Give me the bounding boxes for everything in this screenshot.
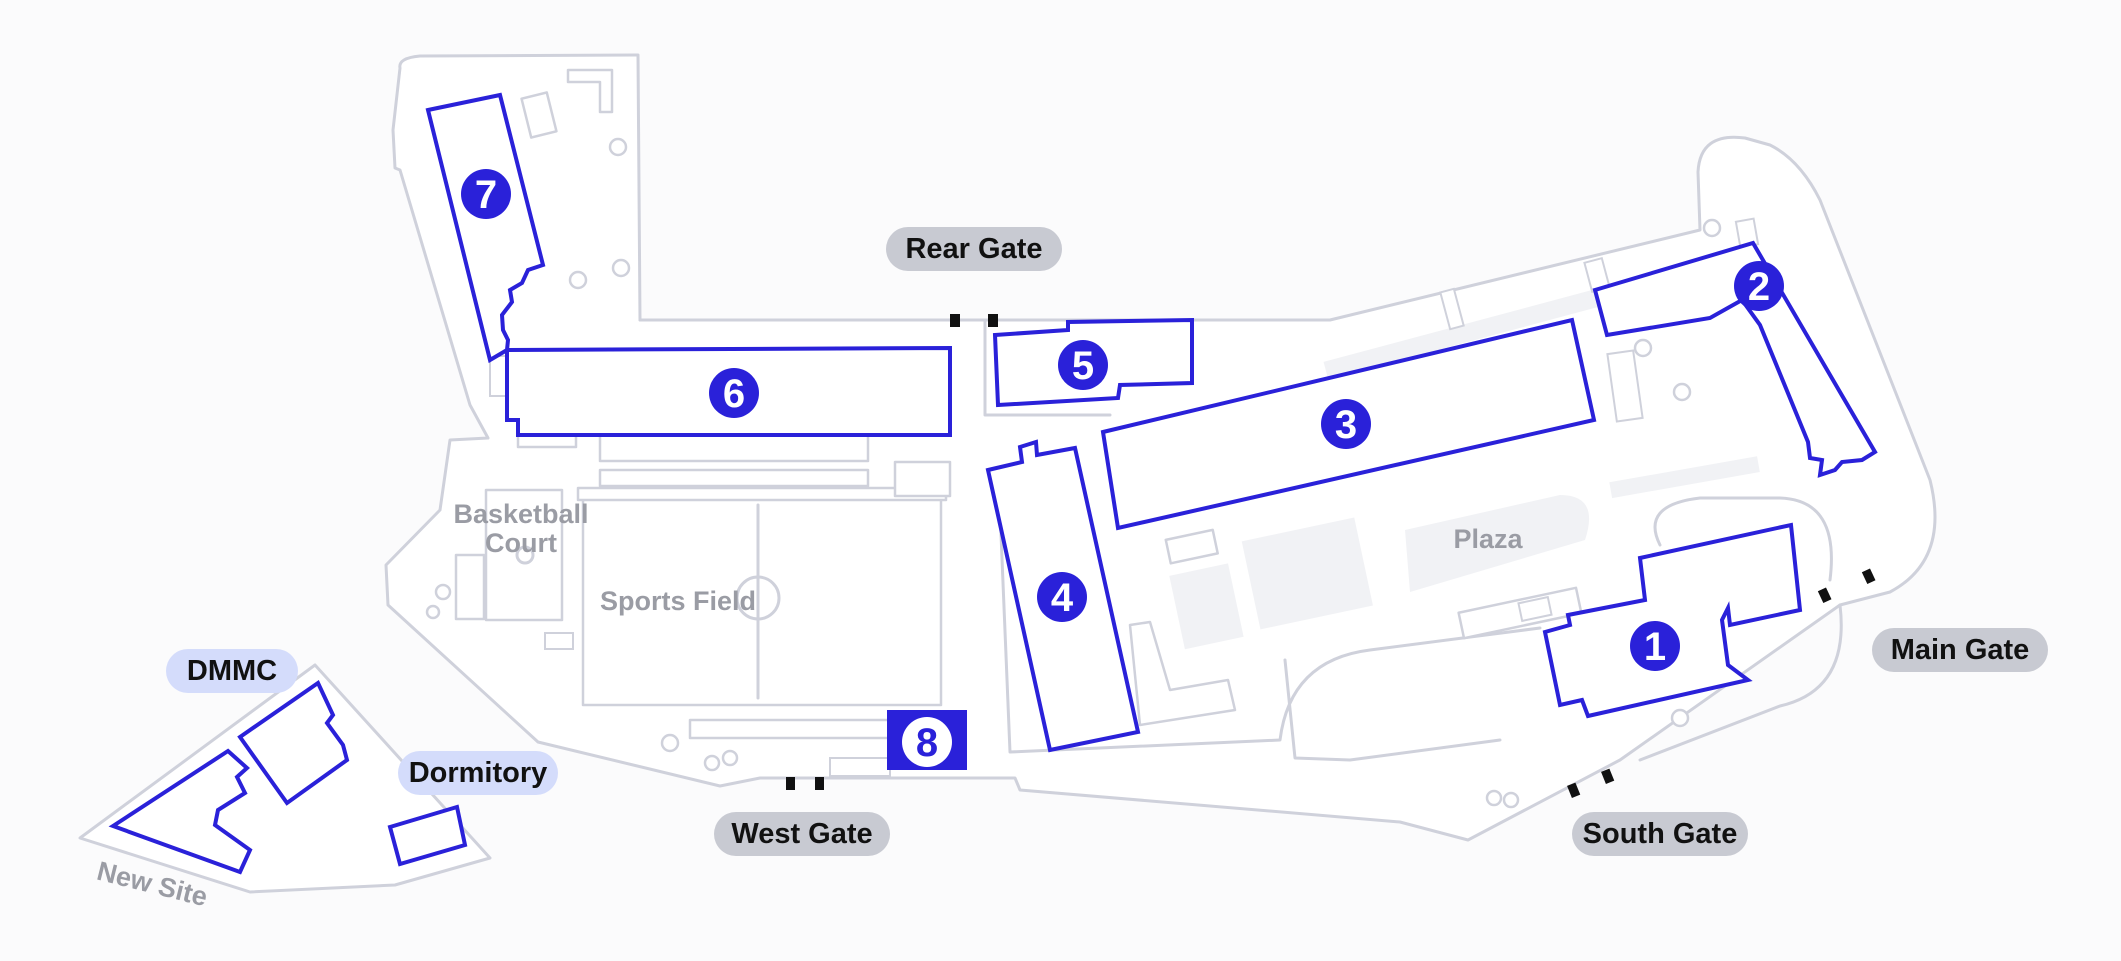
stairways <box>489 217 1760 777</box>
building-3-badge[interactable]: 3 <box>1321 399 1371 449</box>
tree <box>703 754 721 772</box>
rear-gate-post-right <box>988 314 998 327</box>
north-shed-a <box>520 91 558 139</box>
west-gate-pill[interactable]: West Gate <box>714 812 890 856</box>
dmmc-building-a[interactable] <box>237 680 350 806</box>
building-7-outline[interactable] <box>425 92 546 364</box>
rear-path <box>638 318 1112 417</box>
tree <box>611 258 631 278</box>
stair-plaza <box>1517 595 1553 623</box>
svg-text:2: 2 <box>1748 265 1770 309</box>
svg-text:4: 4 <box>1051 576 1074 620</box>
court-hoop <box>515 545 535 565</box>
plaza-tile-b <box>1169 563 1244 650</box>
south-gate-pill[interactable]: South Gate <box>1572 812 1748 856</box>
building-8-badge[interactable]: 8 <box>902 717 952 767</box>
dormitory-pill[interactable]: Dormitory <box>398 751 558 795</box>
south-gate-post-left <box>1567 782 1581 798</box>
building-1-outline[interactable] <box>1542 522 1803 719</box>
dormitory-label: Dormitory <box>409 757 548 789</box>
building-1-badge[interactable]: 1 <box>1630 621 1680 671</box>
tree <box>660 733 680 753</box>
west-gate-post-left <box>786 777 795 790</box>
stair-west <box>829 757 891 777</box>
dmmc-pill[interactable]: DMMC <box>166 649 298 693</box>
plaza-label: Plaza <box>1453 524 1523 554</box>
rear-gate-pill[interactable]: Rear Gate <box>886 227 1062 271</box>
building-badges: 1 2 3 4 5 6 7 8 <box>461 169 1784 767</box>
svg-text:8: 8 <box>916 721 938 765</box>
building-4-badge[interactable]: 4 <box>1037 572 1087 622</box>
stair-north-a <box>1439 287 1465 331</box>
b6-annex-b <box>598 433 870 463</box>
inner-path-c <box>998 508 1542 754</box>
rear-gate-post-left <box>950 314 960 327</box>
plaza-pad <box>1405 495 1590 592</box>
tree <box>1502 791 1520 809</box>
south-gate-label: South Gate <box>1583 818 1738 850</box>
stair-b2 <box>1606 349 1644 423</box>
svg-text:7: 7 <box>475 173 497 217</box>
stair-court <box>544 632 574 650</box>
gate-markers <box>786 314 1876 798</box>
south-gate-post-right <box>1601 768 1615 784</box>
field-stand <box>598 468 870 488</box>
rear-gate-label: Rear Gate <box>905 233 1042 265</box>
main-gate-pill[interactable]: Main Gate <box>1872 628 2048 672</box>
sports-field-track <box>576 486 948 502</box>
tree <box>608 137 628 157</box>
svg-text:5: 5 <box>1072 344 1094 388</box>
inner-path-b <box>1653 496 1833 582</box>
main-gate-post-right <box>1861 568 1876 585</box>
court-bench <box>454 553 486 621</box>
east-path <box>1638 603 1843 762</box>
west-gate-label: West Gate <box>731 818 872 850</box>
building-7-badge[interactable]: 7 <box>461 169 511 219</box>
tree <box>1633 338 1653 358</box>
field-shed <box>893 460 952 498</box>
sports-field-center-circle <box>735 575 781 621</box>
west-gate-post-right <box>815 777 824 790</box>
main-gate-post-left <box>1817 587 1832 604</box>
tree <box>1670 708 1690 728</box>
plaza-kiosk <box>1164 528 1219 565</box>
building-2-badge[interactable]: 2 <box>1734 261 1784 311</box>
tree <box>425 604 441 620</box>
svg-text:3: 3 <box>1335 403 1357 447</box>
lower-walkway <box>1609 456 1760 499</box>
field-south-strip <box>688 718 892 740</box>
tree <box>1485 789 1503 807</box>
tree <box>568 270 588 290</box>
north-shed-b <box>566 68 614 114</box>
basketball-court-label-line2: Court <box>485 528 557 558</box>
sports-field-outline <box>581 495 943 707</box>
tree <box>1672 382 1692 402</box>
basketball-court-label-line1: Basketball <box>453 499 588 529</box>
dmmc-building-b[interactable] <box>108 748 253 875</box>
building-2-outline[interactable] <box>1592 240 1878 478</box>
gate-labels: Rear Gate Main Gate South Gate West Gate <box>714 227 2048 856</box>
site-labels: DMMC Dormitory <box>166 649 558 795</box>
b4-annex <box>1128 620 1237 727</box>
tree <box>434 583 452 601</box>
tree <box>721 749 739 767</box>
svg-text:1: 1 <box>1644 625 1666 669</box>
dmmc-label: DMMC <box>187 655 277 687</box>
minor-structures <box>454 68 1583 740</box>
inner-path-a <box>1283 658 1502 762</box>
tree <box>1702 218 1722 238</box>
main-gate-label: Main Gate <box>1891 634 2030 666</box>
plaza-tile-a <box>1241 517 1373 630</box>
svg-text:6: 6 <box>723 372 745 416</box>
basketball-court-outline <box>484 488 564 622</box>
building-5-badge[interactable]: 5 <box>1058 340 1108 390</box>
building-6-badge[interactable]: 6 <box>709 368 759 418</box>
sports-field-label: Sports Field <box>600 586 756 616</box>
trees <box>425 137 1722 809</box>
dormitory-building[interactable] <box>387 804 468 867</box>
